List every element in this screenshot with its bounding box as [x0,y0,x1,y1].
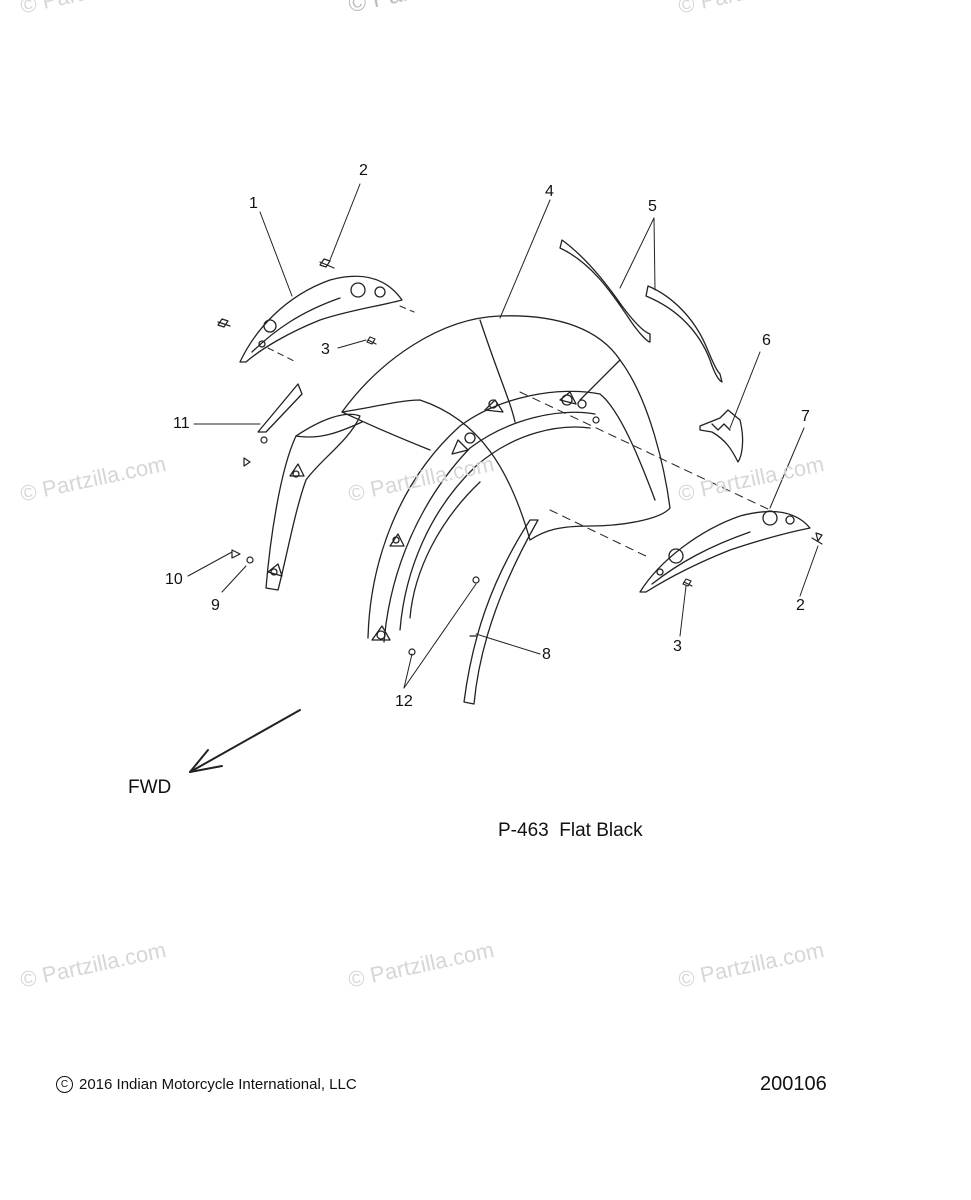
callout-7: 7 [801,408,810,425]
callout-3: 3 [673,638,682,655]
diagram-id: 200106 [760,1073,827,1095]
callout-11: 11 [173,415,190,432]
leader-lines [187,183,819,689]
copyright-icon: C [56,1076,73,1093]
callout-4: 4 [545,183,554,200]
callout-2: 2 [796,597,805,614]
callout-1: 1 [249,195,258,212]
callout-9: 9 [211,597,220,614]
rear-fender-part-4 [265,315,671,643]
forward-arrow [189,709,301,773]
callout-3: 3 [321,341,330,358]
strip-part-8 [463,519,539,705]
forward-direction-label: FWD [128,777,172,798]
callout-2: 2 [359,162,368,179]
callout-12: 12 [395,693,413,710]
callout-5: 5 [648,198,657,215]
callout-8: 8 [542,646,551,663]
decal-strips-part-5 [559,239,723,383]
paint-code-note: P-463 Flat Black [498,820,643,841]
copyright-text: 2016 Indian Motorcycle International, LL… [79,1076,357,1093]
callout-6: 6 [762,332,771,349]
trim-part-11 [257,383,303,433]
bracket-part-6 [699,409,744,463]
fasteners [217,258,823,656]
light-bar-part-7 [639,510,811,593]
copyright-notice: C 2016 Indian Motorcycle International, … [56,1076,357,1093]
light-bar-part-1 [239,275,403,363]
callout-10: 10 [165,571,183,588]
